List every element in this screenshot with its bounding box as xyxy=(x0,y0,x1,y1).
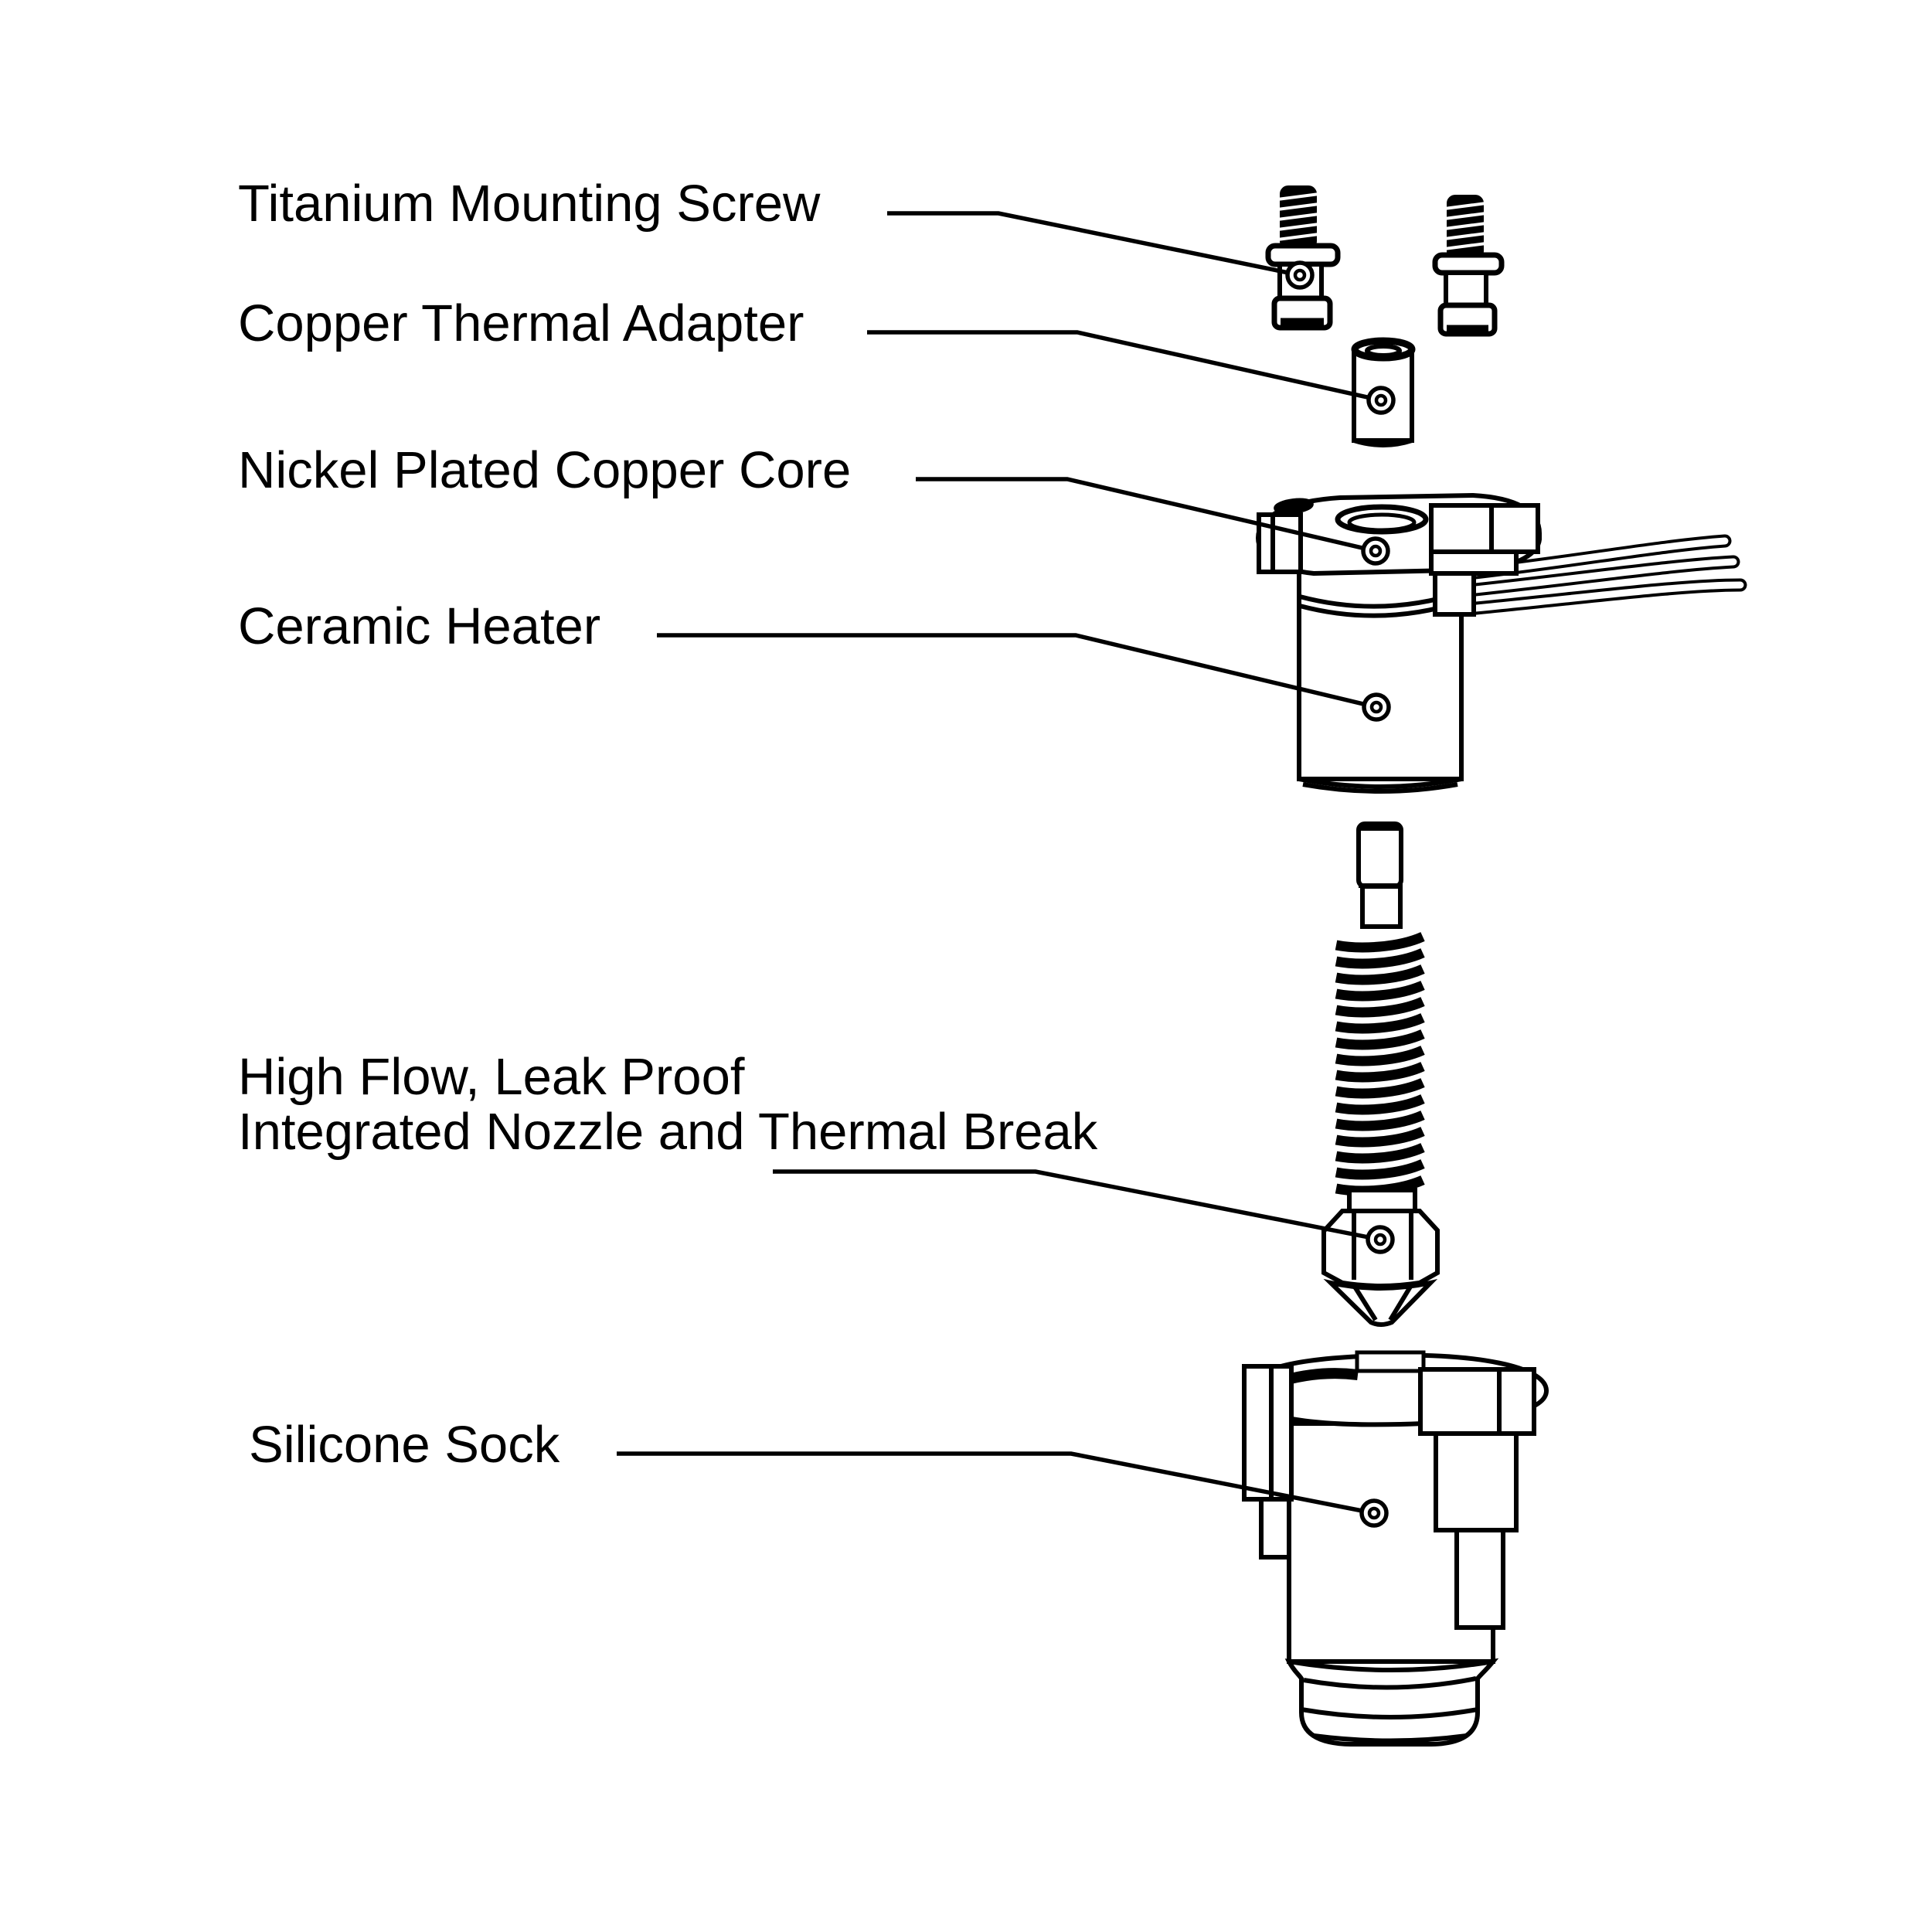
label-silicone-sock: Silicone Sock xyxy=(249,1416,560,1474)
label-nickel-plated-copper-core: Nickel Plated Copper Core xyxy=(238,441,852,499)
target-ceramic-heater xyxy=(1362,692,1391,722)
leader-lines xyxy=(617,211,1382,1515)
titanium-mounting-screw-right xyxy=(1432,195,1505,337)
leader-silicone-sock xyxy=(617,1451,1375,1515)
leader-copper-thermal-adapter xyxy=(867,330,1382,403)
silicone-sock xyxy=(1242,1350,1549,1747)
target-integrated-nozzle xyxy=(1366,1225,1395,1254)
leader-ceramic-heater xyxy=(657,633,1377,709)
titanium-mounting-screw-left xyxy=(1265,185,1341,331)
integrated-nozzle-thermal-break xyxy=(1321,821,1440,1327)
leader-nickel-plated-copper-core xyxy=(916,477,1376,553)
nickel-plated-copper-core xyxy=(1255,492,1542,617)
target-silicone-sock xyxy=(1359,1498,1389,1528)
heater-block-assembly xyxy=(1255,492,1542,794)
leader-integrated-nozzle xyxy=(773,1169,1381,1242)
label-ceramic-heater: Ceramic Heater xyxy=(238,597,601,655)
label-copper-thermal-adapter: Copper Thermal Adapter xyxy=(238,294,804,352)
target-copper-thermal-adapter xyxy=(1366,386,1396,415)
leader-titanium-mounting-screw xyxy=(887,211,1301,277)
target-titanium-mounting-screw xyxy=(1285,260,1315,290)
label-titanium-mounting-screw: Titanium Mounting Screw xyxy=(238,175,821,233)
target-markers xyxy=(1285,260,1396,1528)
target-nickel-plated-copper-core xyxy=(1361,536,1390,566)
label-integrated-nozzle: High Flow, Leak Proof Integrated Nozzle … xyxy=(238,1048,1098,1161)
